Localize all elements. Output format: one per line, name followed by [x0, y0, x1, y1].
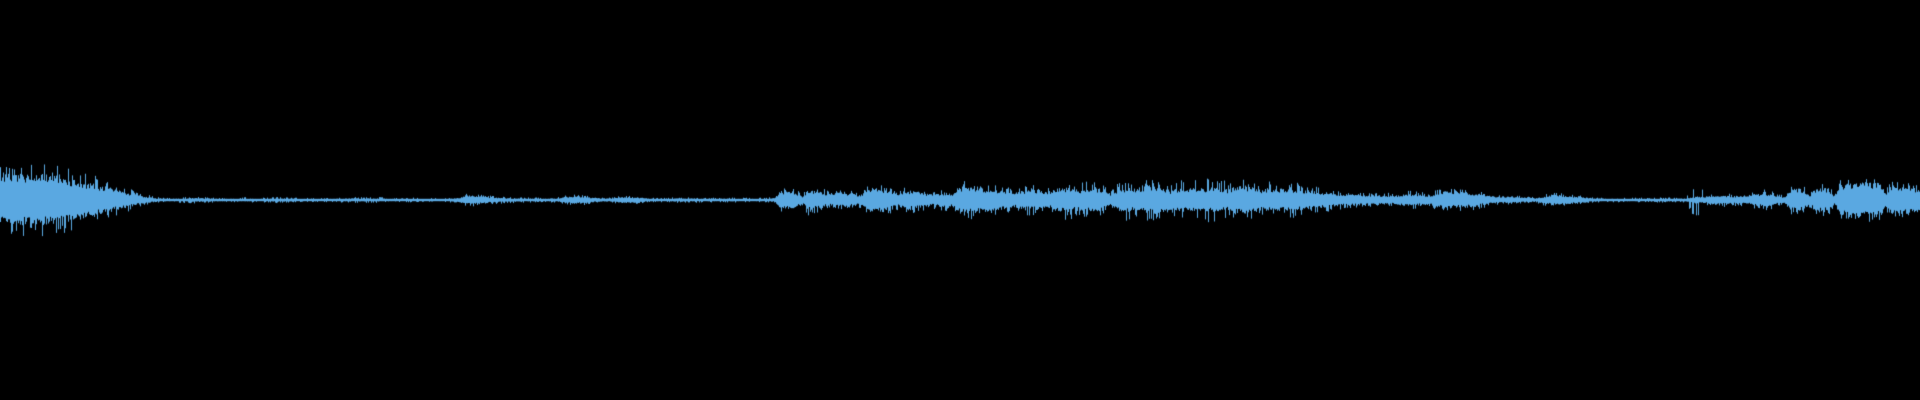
- waveform-panel: [0, 0, 1920, 400]
- audio-waveform: [0, 0, 1920, 400]
